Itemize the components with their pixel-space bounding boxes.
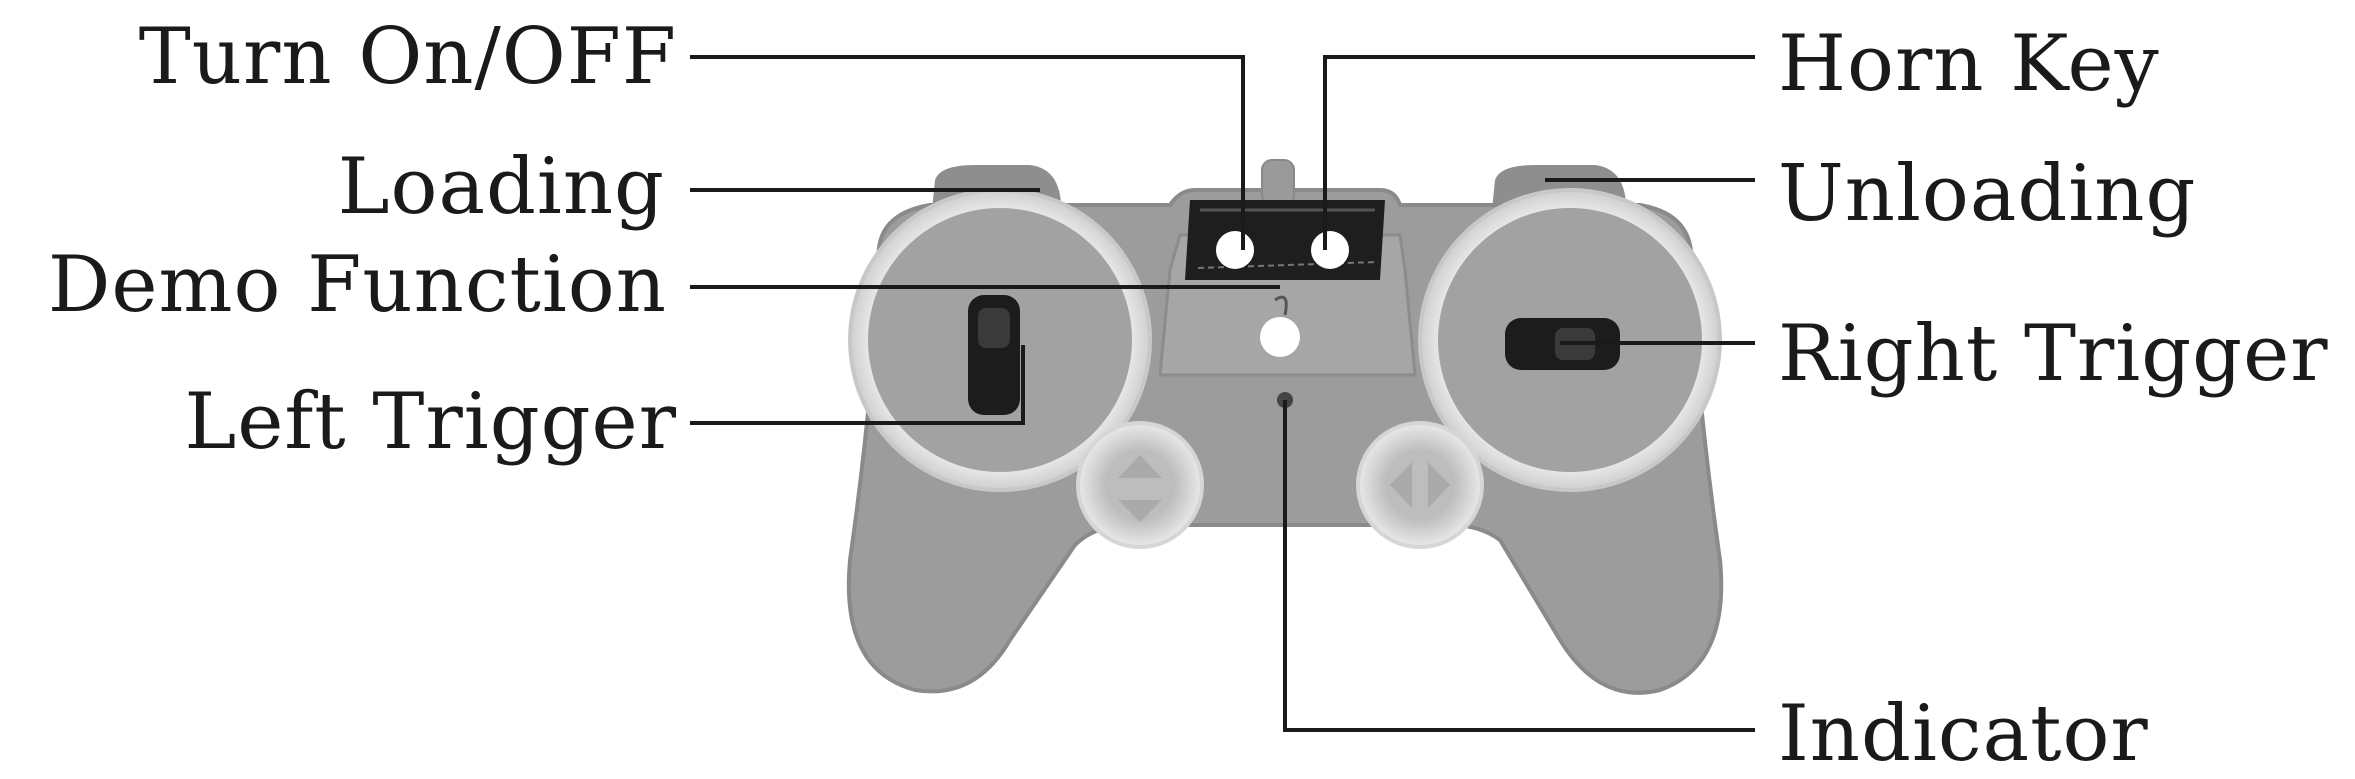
leader-turn-on-off [690, 55, 1245, 250]
leader-left-trigger [690, 345, 1025, 425]
left-dpad [1076, 421, 1204, 549]
antenna-stub [1261, 159, 1295, 206]
label-unloading: Unloading [1778, 149, 2197, 239]
leader-indicator [1283, 400, 1755, 732]
right-dpad [1356, 421, 1484, 549]
label-loading: Loading [337, 142, 665, 232]
leader-horn-key [1323, 55, 1755, 250]
leader-lines [690, 55, 1755, 732]
top-switch-panel [1185, 200, 1385, 280]
label-indicator: Indicator [1778, 689, 2149, 779]
label-left-trigger: Left Trigger [184, 377, 677, 467]
power-switch [1216, 231, 1254, 269]
label-turn-on-off: Turn On/OFF [138, 12, 677, 102]
label-demo-function: Demo Function [47, 240, 667, 330]
label-horn-key: Horn Key [1778, 19, 2160, 109]
horn-button [1311, 231, 1349, 269]
label-right-trigger: Right Trigger [1778, 309, 2329, 399]
demo-button [1260, 317, 1300, 357]
